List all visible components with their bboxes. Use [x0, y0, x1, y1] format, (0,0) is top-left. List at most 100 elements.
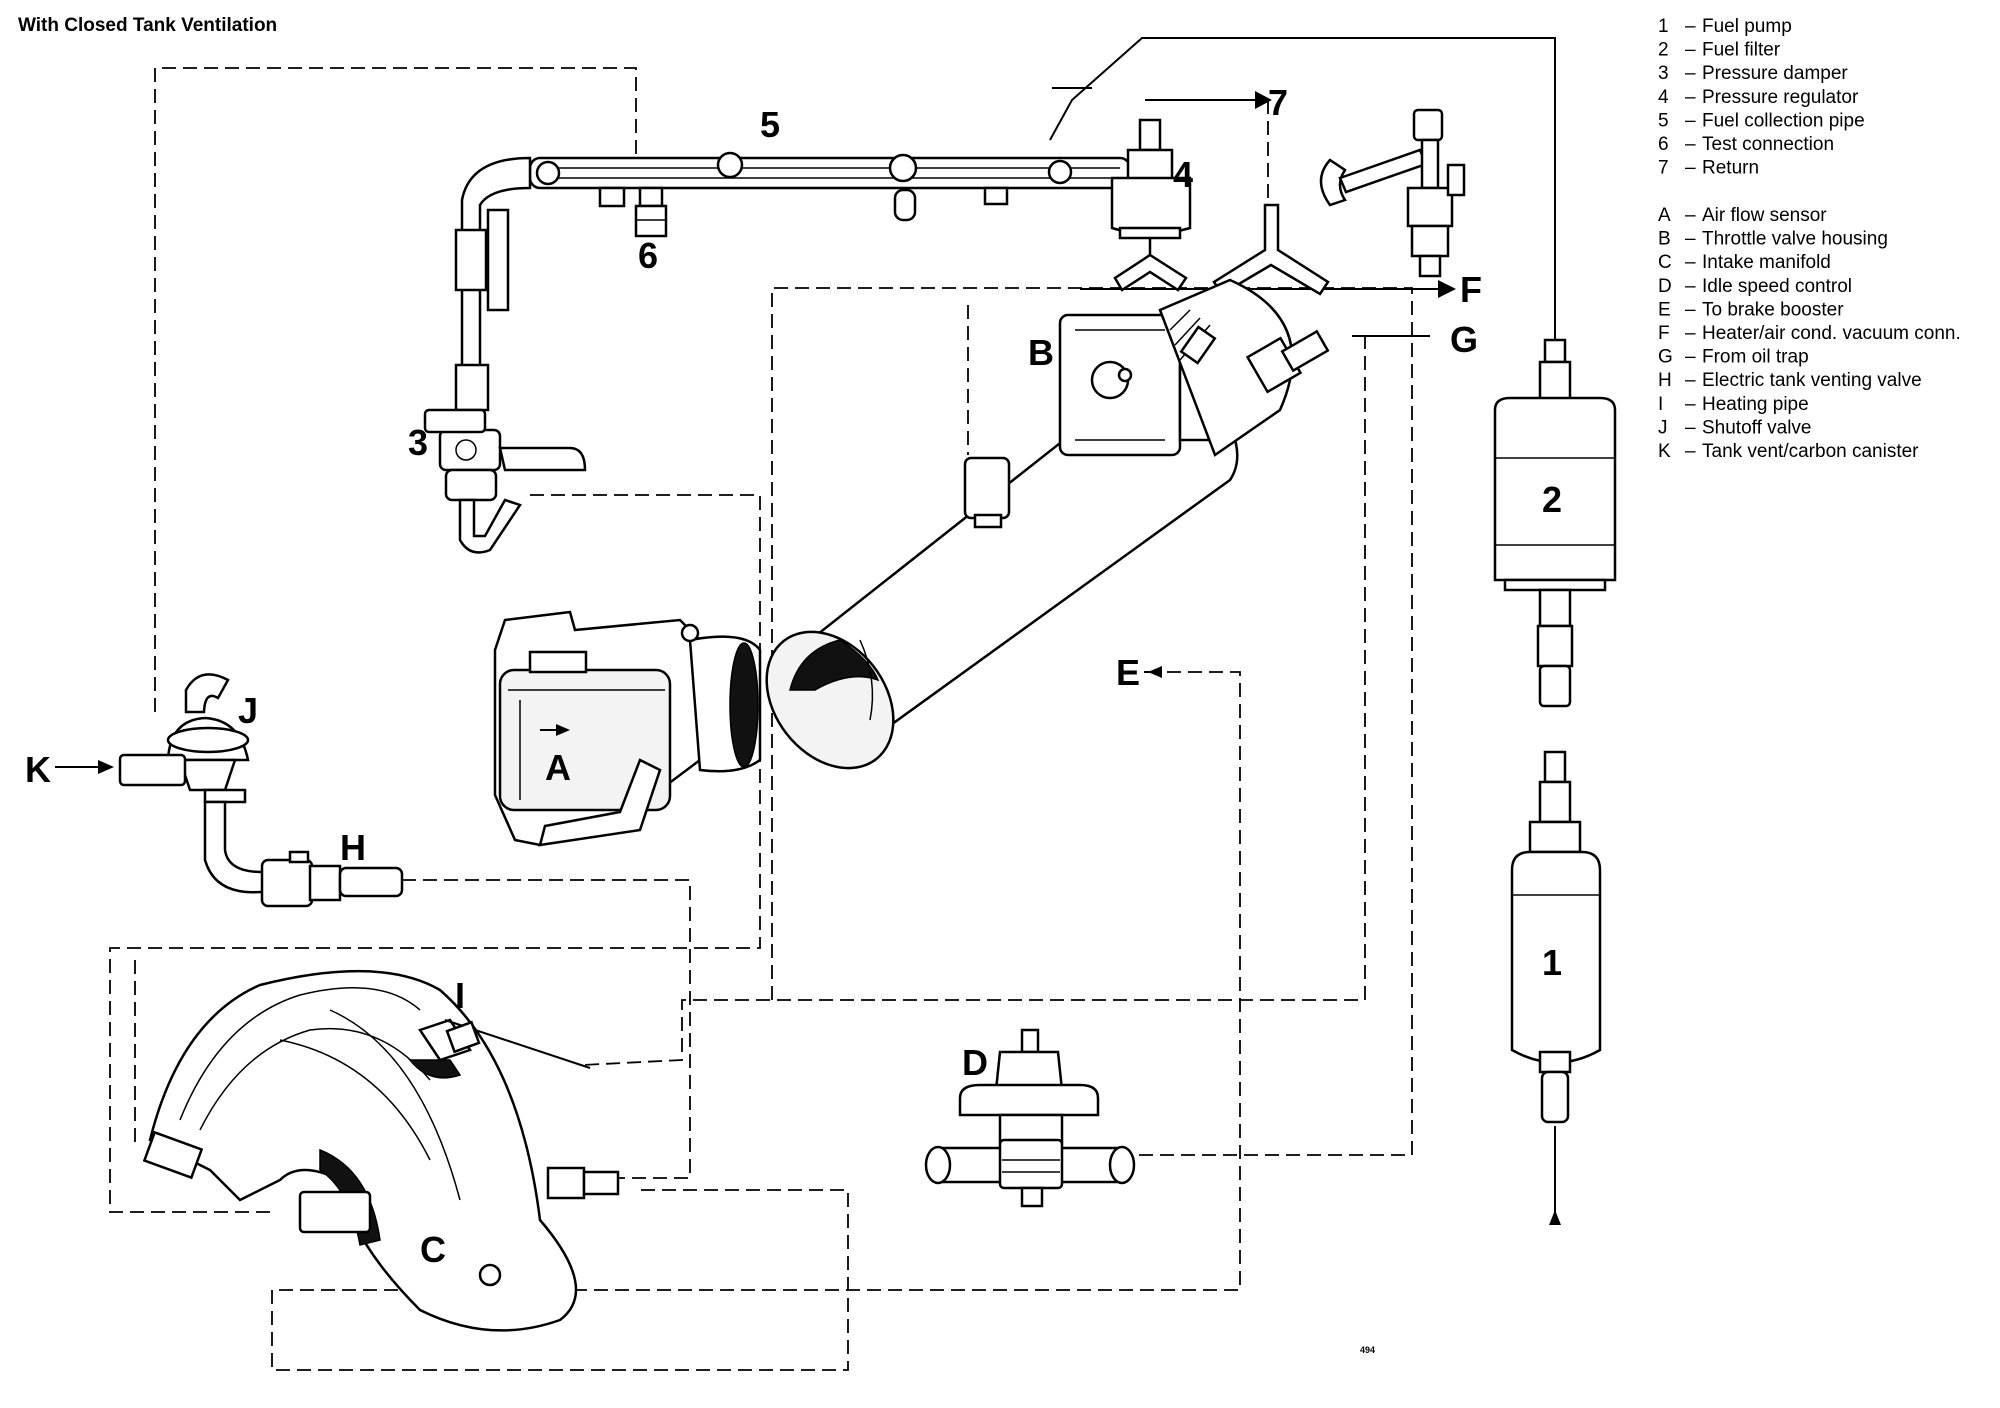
callouts: 5 7 4 6 3 2 1 F G B E A J K H I D C — [25, 82, 1562, 1270]
legend-separator: – — [1685, 347, 1696, 368]
legend-key: 3 — [1658, 63, 1669, 84]
callout-I: I — [455, 975, 465, 1016]
diagram-title: With Closed Tank Ventilation — [18, 15, 277, 36]
legend-label: Air flow sensor — [1702, 205, 1827, 226]
legend-row: 4–Pressure regulator — [1658, 87, 1859, 108]
idle-speed-control — [924, 1028, 1136, 1208]
intake-manifold — [142, 969, 620, 1332]
callout-C: C — [420, 1229, 446, 1270]
legend-label: Shutoff valve — [1702, 417, 1812, 438]
callout-7: 7 — [1268, 82, 1288, 123]
legend-key: C — [1658, 252, 1672, 273]
shutoff-valve — [118, 673, 250, 804]
legend-separator: – — [1685, 63, 1696, 84]
legend-label: Electric tank venting valve — [1702, 370, 1922, 391]
fuel-lines — [55, 37, 1561, 1225]
legend-label: Throttle valve housing — [1702, 229, 1888, 250]
callout-H: H — [340, 827, 366, 868]
legend-key: 6 — [1658, 134, 1669, 155]
legend-label: Fuel filter — [1702, 40, 1781, 61]
legend-key: A — [1658, 205, 1671, 226]
callout-2: 2 — [1542, 479, 1562, 520]
legend-row: 2–Fuel filter — [1658, 40, 1781, 61]
legend-separator: – — [1685, 299, 1696, 320]
legend-row: E–To brake booster — [1658, 299, 1844, 320]
legend-separator: – — [1685, 394, 1696, 415]
legend-key: K — [1658, 441, 1671, 462]
callout-5: 5 — [760, 104, 780, 145]
return-connector — [1212, 203, 1330, 296]
legend-key: B — [1658, 229, 1671, 250]
legend-label: Fuel collection pipe — [1702, 110, 1865, 131]
legend-separator: – — [1685, 441, 1696, 462]
legend-row: J–Shutoff valve — [1658, 417, 1812, 438]
legend-row: F–Heater/air cond. vacuum conn. — [1658, 323, 1961, 344]
legend-key: J — [1658, 417, 1668, 438]
legend-row: C–Intake manifold — [1658, 252, 1831, 273]
legend-row: B–Throttle valve housing — [1658, 229, 1888, 250]
legend-key: F — [1658, 323, 1670, 344]
intake-tube — [765, 365, 1239, 770]
legend-row: G–From oil trap — [1658, 347, 1809, 368]
legend-row: 5–Fuel collection pipe — [1658, 110, 1865, 131]
legend-label: To brake booster — [1702, 299, 1844, 320]
legend-separator: – — [1685, 252, 1696, 273]
callout-E: E — [1116, 652, 1140, 693]
legend-separator: – — [1685, 40, 1696, 61]
legend-row: D–Idle speed control — [1658, 276, 1852, 297]
legend-label: Idle speed control — [1702, 276, 1852, 297]
legend-separator: – — [1685, 134, 1696, 155]
legend-row: A–Air flow sensor — [1658, 205, 1827, 226]
legend-separator: – — [1685, 87, 1696, 108]
throttle-valve-housing — [963, 278, 1330, 529]
legend-separator: – — [1685, 417, 1696, 438]
callout-G: G — [1450, 319, 1478, 360]
legend-label: Pressure regulator — [1702, 87, 1859, 108]
legend-key: 7 — [1658, 158, 1669, 179]
legend-label: Heating pipe — [1702, 394, 1809, 415]
legend-label: Return — [1702, 158, 1759, 179]
legend-row: 1–Fuel pump — [1658, 16, 1792, 37]
callout-4: 4 — [1173, 154, 1193, 195]
callout-3: 3 — [408, 422, 428, 463]
electric-tank-venting-valve — [203, 800, 404, 908]
legend-key: G — [1658, 347, 1673, 368]
callout-J: J — [238, 690, 258, 731]
legend-separator: – — [1685, 370, 1696, 391]
legend-row: I –Heating pipe — [1658, 394, 1809, 415]
callout-F: F — [1460, 269, 1482, 310]
legend-key: 4 — [1658, 87, 1669, 108]
legend-key: D — [1658, 276, 1672, 297]
legend-label: Pressure damper — [1702, 63, 1848, 84]
legend-row: 3–Pressure damper — [1658, 63, 1848, 84]
air-flow-sensor — [493, 610, 762, 847]
callout-1: 1 — [1542, 942, 1562, 983]
legend-separator: – — [1685, 276, 1696, 297]
callout-B: B — [1028, 332, 1054, 373]
legend-label: Intake manifold — [1702, 252, 1831, 273]
test-connection — [634, 186, 668, 238]
pressure-damper — [423, 408, 587, 554]
legend-separator: – — [1685, 16, 1696, 37]
injector-detail — [1319, 108, 1466, 278]
legend-key: I — [1658, 394, 1663, 415]
legend-key: 1 — [1658, 16, 1669, 37]
pressure-regulator — [1110, 118, 1192, 292]
legend-row: K–Tank vent/carbon canister — [1658, 441, 1919, 462]
legend-separator: – — [1685, 110, 1696, 131]
legend-separator: – — [1685, 158, 1696, 179]
legend-row: 7–Return — [1658, 158, 1759, 179]
legend-key: H — [1658, 370, 1672, 391]
legend-key: 2 — [1658, 40, 1669, 61]
legend-key: 5 — [1658, 110, 1669, 131]
callout-D: D — [962, 1042, 988, 1083]
callout-K: K — [25, 749, 51, 790]
legend-label: From oil trap — [1702, 347, 1809, 368]
callout-A: A — [545, 747, 571, 788]
legend-label: Test connection — [1702, 134, 1834, 155]
legend-separator: – — [1685, 229, 1696, 250]
callout-6: 6 — [638, 235, 658, 276]
legend-key: E — [1658, 299, 1671, 320]
